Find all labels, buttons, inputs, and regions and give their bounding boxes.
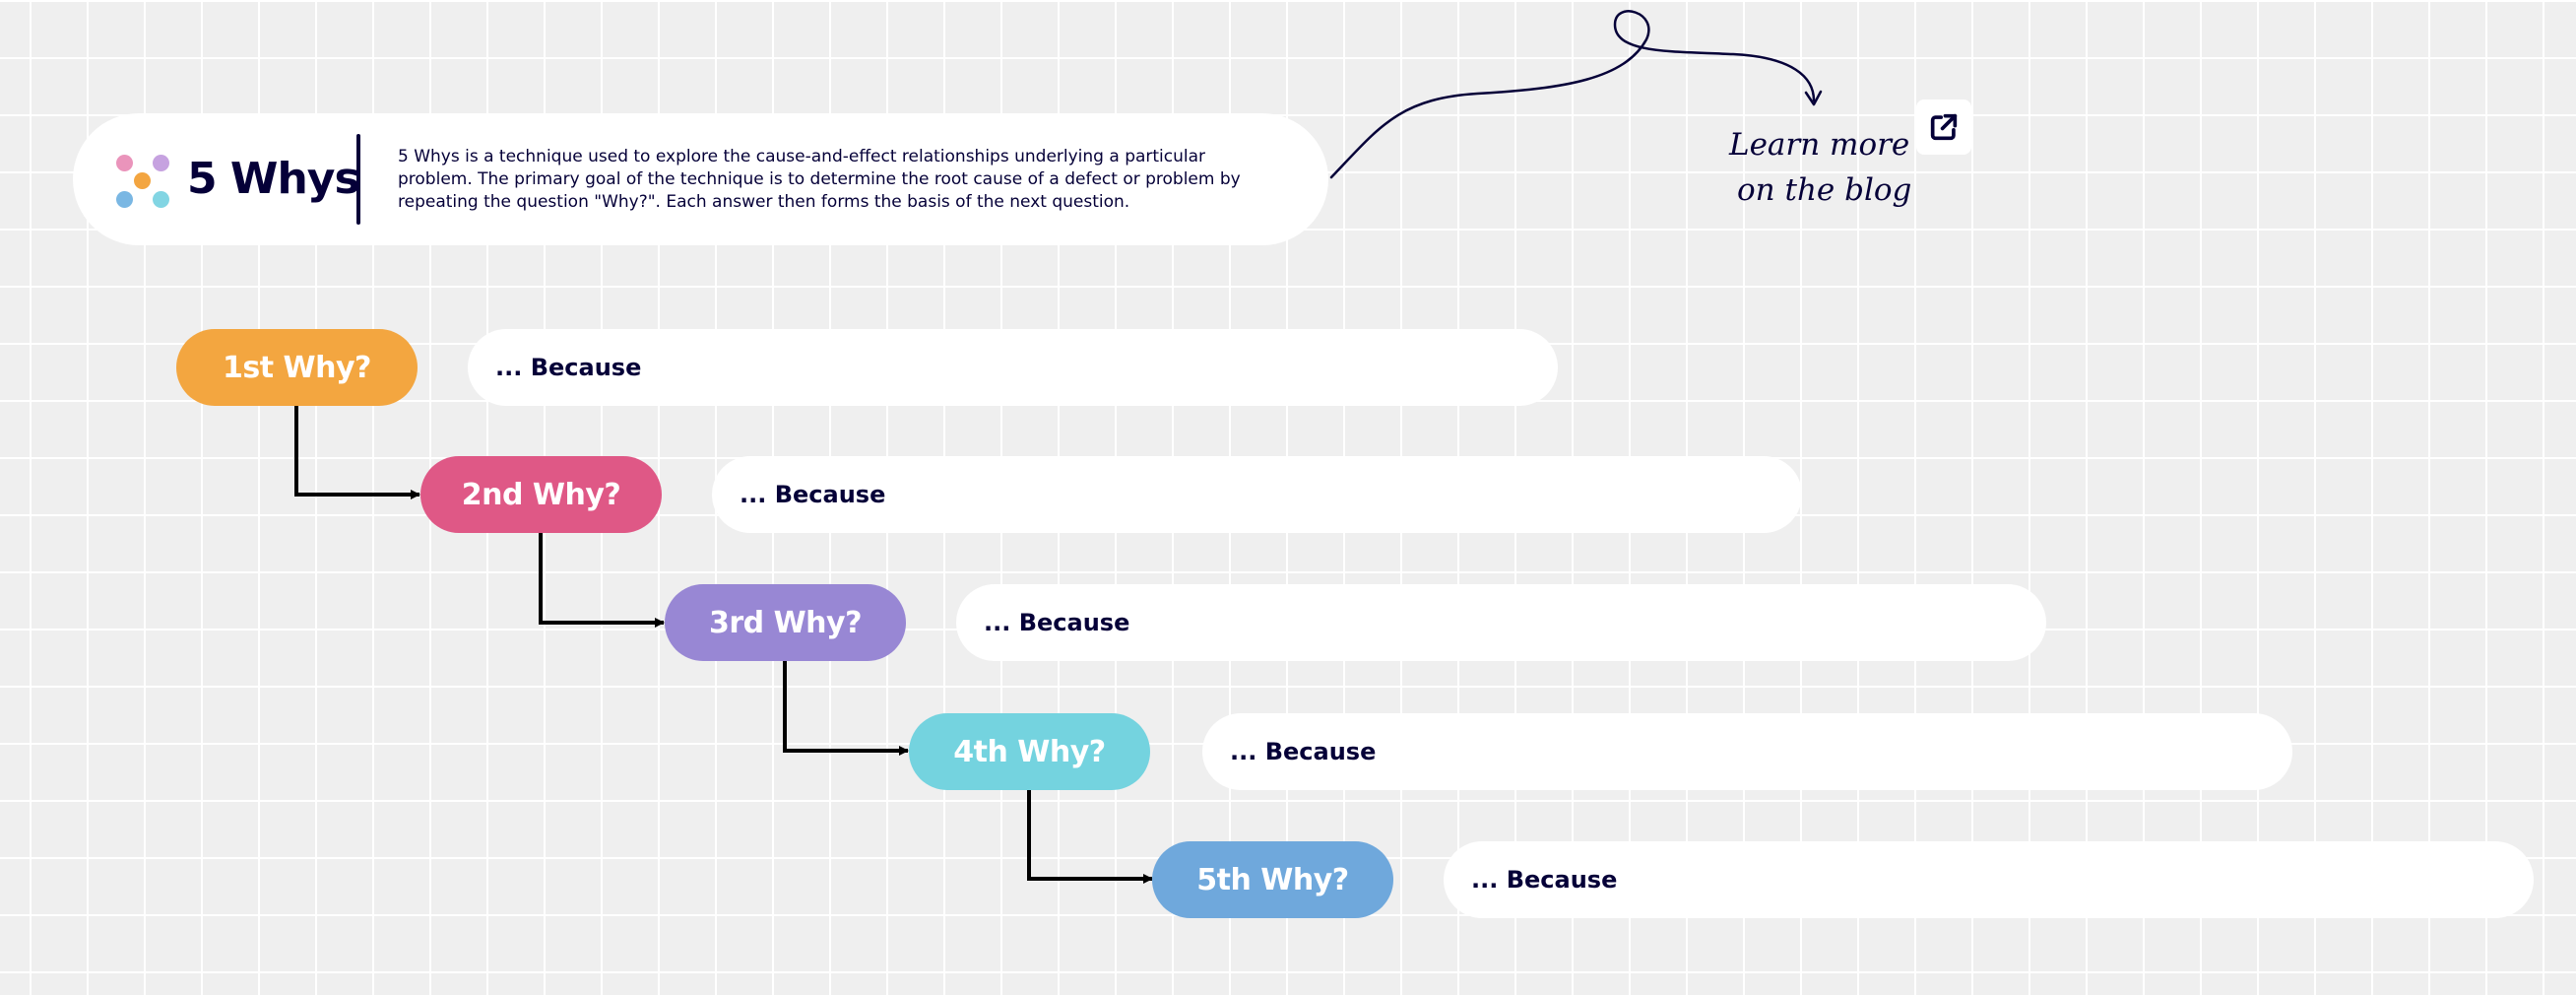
logo-dot bbox=[116, 191, 133, 208]
five-whys-logo bbox=[116, 155, 169, 208]
page-title: 5 Whys bbox=[187, 154, 360, 204]
because-card-3[interactable]: ... Because bbox=[956, 584, 2046, 661]
header-divider bbox=[356, 134, 360, 225]
connector-1-2 bbox=[294, 404, 420, 499]
because-card-4[interactable]: ... Because bbox=[1202, 713, 2292, 790]
logo-dot bbox=[116, 155, 133, 171]
blog-note-line1: Learn more bbox=[1729, 127, 1910, 163]
external-link-button[interactable] bbox=[1916, 100, 1971, 155]
blog-note: Learn more on the blog bbox=[1729, 122, 1926, 213]
why-pill-2[interactable]: 2nd Why? bbox=[420, 456, 662, 533]
because-card-1[interactable]: ... Because bbox=[468, 329, 1558, 406]
external-link-icon bbox=[1930, 113, 1958, 141]
logo-dot bbox=[153, 191, 169, 208]
why-pill-1[interactable]: 1st Why? bbox=[176, 329, 418, 406]
connector-3-4 bbox=[783, 660, 909, 756]
why-pill-4[interactable]: 4th Why? bbox=[909, 713, 1150, 790]
logo-dot bbox=[153, 155, 169, 171]
connector-2-3 bbox=[539, 532, 665, 628]
blog-note-line2: on the blog bbox=[1737, 172, 1912, 208]
why-pill-5[interactable]: 5th Why? bbox=[1152, 841, 1393, 918]
header-description: 5 Whys is a technique used to explore th… bbox=[398, 147, 1241, 212]
header-card: 5 Whys 5 Whys is a technique used to exp… bbox=[73, 113, 1328, 245]
connector-4-5 bbox=[1027, 788, 1153, 884]
logo-dot bbox=[134, 172, 151, 189]
why-pill-3[interactable]: 3rd Why? bbox=[665, 584, 906, 661]
because-card-5[interactable]: ... Because bbox=[1444, 841, 2534, 918]
because-card-2[interactable]: ... Because bbox=[712, 456, 1802, 533]
